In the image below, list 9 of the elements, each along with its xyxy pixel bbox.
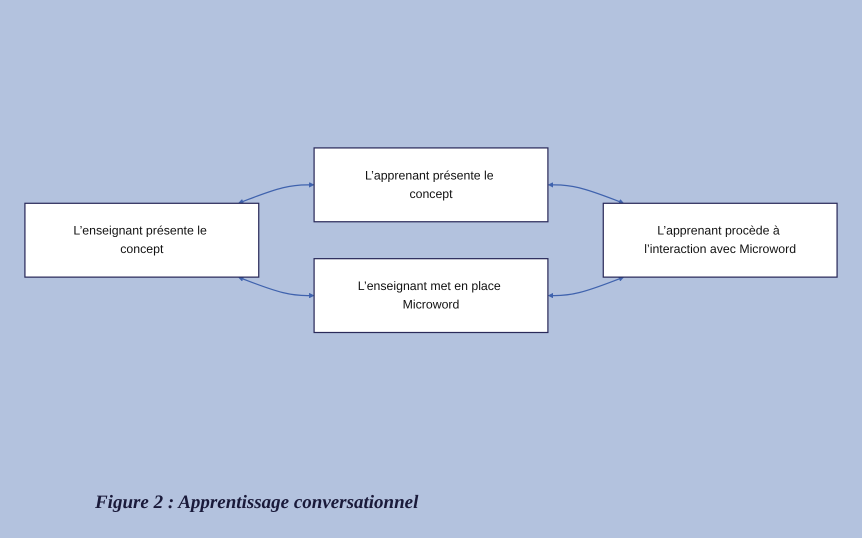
- double-arrow: [238, 276, 314, 298]
- figure-caption: Figure 2 : Apprentissage conversationnel: [95, 492, 418, 514]
- process-box: L’apprenant présente le concept: [313, 147, 549, 222]
- double-arrow: [548, 276, 624, 298]
- process-box: L’apprenant procède à l’interaction avec Microword: [602, 202, 838, 278]
- process-box: L’enseignant présente le concept: [24, 202, 260, 278]
- double-arrow: [548, 182, 624, 204]
- process-box: L’enseignant met en place Microword: [313, 258, 549, 333]
- double-arrow: [238, 182, 314, 204]
